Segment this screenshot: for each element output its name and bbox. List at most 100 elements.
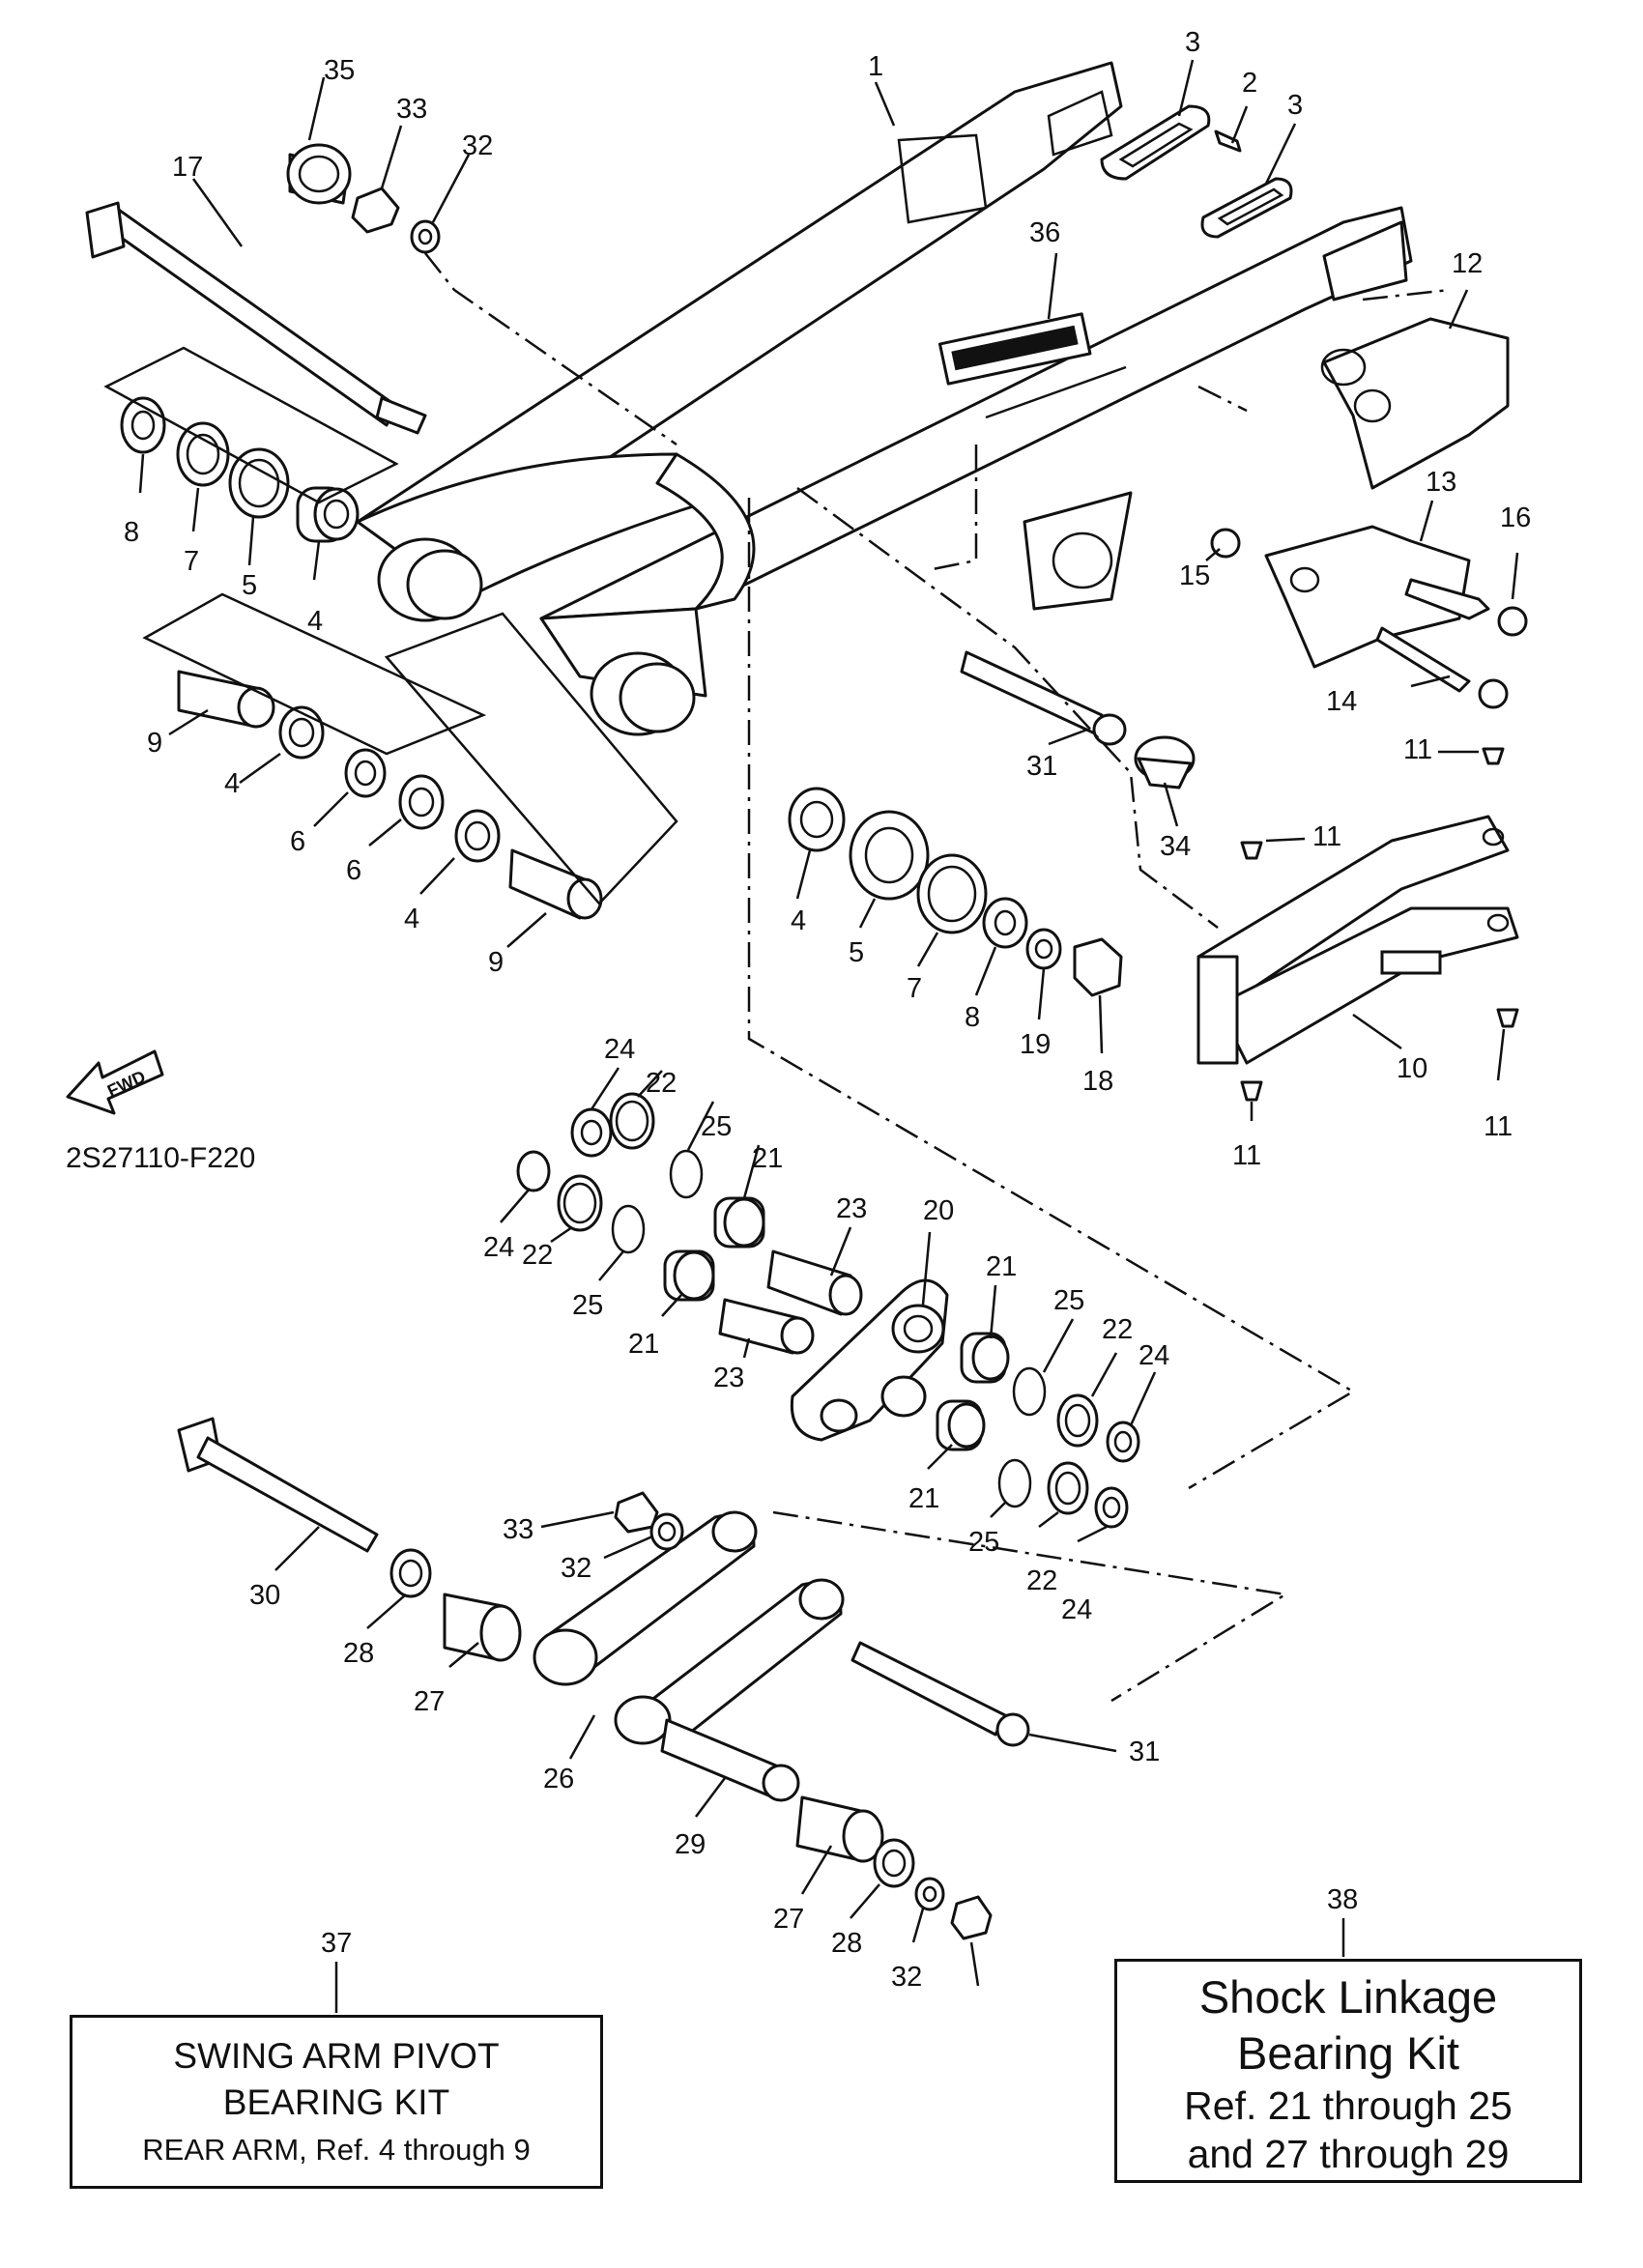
callout-label: 9 bbox=[488, 947, 504, 978]
callout-label: 11 bbox=[1312, 821, 1341, 852]
kit38-line2: Bearing Kit bbox=[1237, 2027, 1459, 2079]
swing-arm-pivot-bearing-kit-box: SWING ARM PIVOT BEARING KIT REAR ARM, Re… bbox=[70, 2015, 603, 2189]
screws-11 bbox=[1240, 747, 1519, 1102]
callout-label: 21 bbox=[628, 1329, 659, 1360]
callout-label: 21 bbox=[986, 1251, 1017, 1282]
kit38-line3: Ref. 21 through 25 bbox=[1184, 2083, 1513, 2128]
callout-label: 18 bbox=[1082, 1066, 1113, 1097]
callout-label: 28 bbox=[343, 1638, 374, 1669]
pivot-bearings-lower bbox=[177, 670, 603, 920]
callout-label: 6 bbox=[346, 855, 361, 886]
callout-label: 11 bbox=[1484, 1111, 1513, 1142]
callout-label: 25 bbox=[1053, 1285, 1084, 1316]
bolt-30 bbox=[177, 1417, 379, 1553]
callout-label: 24 bbox=[483, 1232, 514, 1263]
kit38-line1: Shock Linkage bbox=[1198, 1971, 1498, 2023]
callout-label: 14 bbox=[1326, 686, 1357, 717]
callout-label: 11 bbox=[1403, 734, 1432, 765]
callout-label: 4 bbox=[307, 606, 323, 637]
callout-label: 31 bbox=[1129, 1737, 1160, 1767]
fwd-arrow-icon: FWD bbox=[66, 1049, 164, 1115]
callout-label: 5 bbox=[849, 937, 864, 968]
leader-lines bbox=[138, 59, 1519, 2013]
callout-label: 4 bbox=[404, 904, 419, 934]
callout-label: 33 bbox=[396, 94, 427, 125]
callout-label: 22 bbox=[646, 1068, 677, 1099]
upper-hardware bbox=[286, 143, 441, 254]
kit37-line1: SWING ARM PIVOT bbox=[173, 2036, 500, 2076]
callout-label: 12 bbox=[1452, 248, 1483, 279]
callout-label: 36 bbox=[1029, 217, 1060, 248]
callout-label: 27 bbox=[414, 1686, 445, 1717]
callout-label: 4 bbox=[224, 768, 240, 799]
callout-label: 6 bbox=[290, 826, 305, 857]
callout-label: 5 bbox=[242, 570, 257, 601]
callout-label: 28 bbox=[831, 1928, 862, 1959]
callout-label: 3 bbox=[1185, 27, 1200, 58]
relay-arm-bearings bbox=[516, 1092, 1140, 1529]
callout-label: 24 bbox=[1061, 1594, 1092, 1625]
alignment-lines bbox=[103, 252, 1451, 1703]
pivot-shaft bbox=[85, 201, 427, 435]
callout-label: 37 bbox=[321, 1928, 352, 1959]
plug-34 bbox=[1134, 735, 1196, 789]
callout-label: 7 bbox=[184, 546, 199, 577]
bolt-14 bbox=[1375, 626, 1509, 709]
kit37-line2: BEARING KIT bbox=[222, 2082, 450, 2122]
callout-label: 25 bbox=[572, 1290, 603, 1321]
bolt-31-lower bbox=[850, 1641, 1030, 1747]
bolt-16 bbox=[1404, 578, 1528, 637]
callout-label: 8 bbox=[965, 1002, 980, 1033]
callout-label: 16 bbox=[1500, 502, 1531, 533]
callout-label: 32 bbox=[891, 1962, 922, 1993]
callout-label: 3 bbox=[1287, 90, 1303, 121]
relay-arm bbox=[790, 1278, 949, 1442]
callout-label: 23 bbox=[836, 1193, 867, 1224]
callout-label: 24 bbox=[604, 1034, 635, 1065]
pivot-side-bearings bbox=[788, 787, 1123, 997]
kit37-line3: REAR ARM, Ref. 4 through 9 bbox=[142, 2133, 531, 2167]
callout-label: 38 bbox=[1327, 1884, 1358, 1915]
callout-label: 22 bbox=[1102, 1314, 1133, 1345]
callout-label: 1 bbox=[868, 51, 883, 82]
callout-label: 35 bbox=[324, 55, 355, 86]
callout-label: 25 bbox=[968, 1527, 999, 1558]
adjuster-plates bbox=[1100, 104, 1293, 239]
callout-label: 31 bbox=[1026, 751, 1057, 782]
callout-label: 19 bbox=[1020, 1029, 1051, 1060]
callout-label: 27 bbox=[773, 1904, 804, 1935]
callout-label: 17 bbox=[172, 152, 203, 183]
callout-label: 4 bbox=[791, 905, 806, 936]
chain-guide bbox=[1264, 317, 1510, 669]
kit38-line4: and 27 through 29 bbox=[1187, 2132, 1510, 2176]
callout-label: 22 bbox=[1026, 1565, 1057, 1596]
shock-linkage-bearing-kit-box: Shock Linkage Bearing Kit Ref. 21 throug… bbox=[1114, 1959, 1582, 2183]
callout-label: 34 bbox=[1160, 831, 1191, 862]
callout-label: 10 bbox=[1397, 1053, 1427, 1084]
callout-numbers: 1 2 3 3 4 4 4 4 5 5 6 6 7 7 8 8 9 9 10 1… bbox=[124, 27, 1531, 1993]
lower-hardware bbox=[389, 1491, 993, 1940]
callout-label: 25 bbox=[701, 1111, 732, 1142]
pivot-bearings-upper bbox=[120, 396, 360, 543]
callout-label: 21 bbox=[752, 1143, 783, 1174]
callout-label: 32 bbox=[561, 1553, 591, 1584]
callout-label: 30 bbox=[249, 1580, 280, 1611]
diagram-code: 2S27110-F220 bbox=[66, 1142, 255, 1174]
bolt-31-upper bbox=[960, 650, 1127, 746]
callout-label: 8 bbox=[124, 517, 139, 548]
callout-label: 26 bbox=[543, 1764, 574, 1794]
swing-arm bbox=[356, 61, 1413, 736]
callout-label: 29 bbox=[675, 1829, 706, 1860]
callout-label: 32 bbox=[462, 130, 493, 161]
callout-label: 11 bbox=[1232, 1140, 1261, 1171]
callout-label: 20 bbox=[923, 1195, 954, 1226]
callout-label: 24 bbox=[1139, 1340, 1169, 1371]
callout-label: 7 bbox=[907, 973, 922, 1004]
callout-label: 2 bbox=[1242, 68, 1257, 99]
callout-label: 9 bbox=[147, 728, 162, 759]
callout-label: 15 bbox=[1179, 560, 1210, 591]
chain-slider bbox=[1196, 815, 1519, 1065]
callout-label: 13 bbox=[1426, 467, 1456, 498]
callout-label: 21 bbox=[908, 1483, 939, 1514]
